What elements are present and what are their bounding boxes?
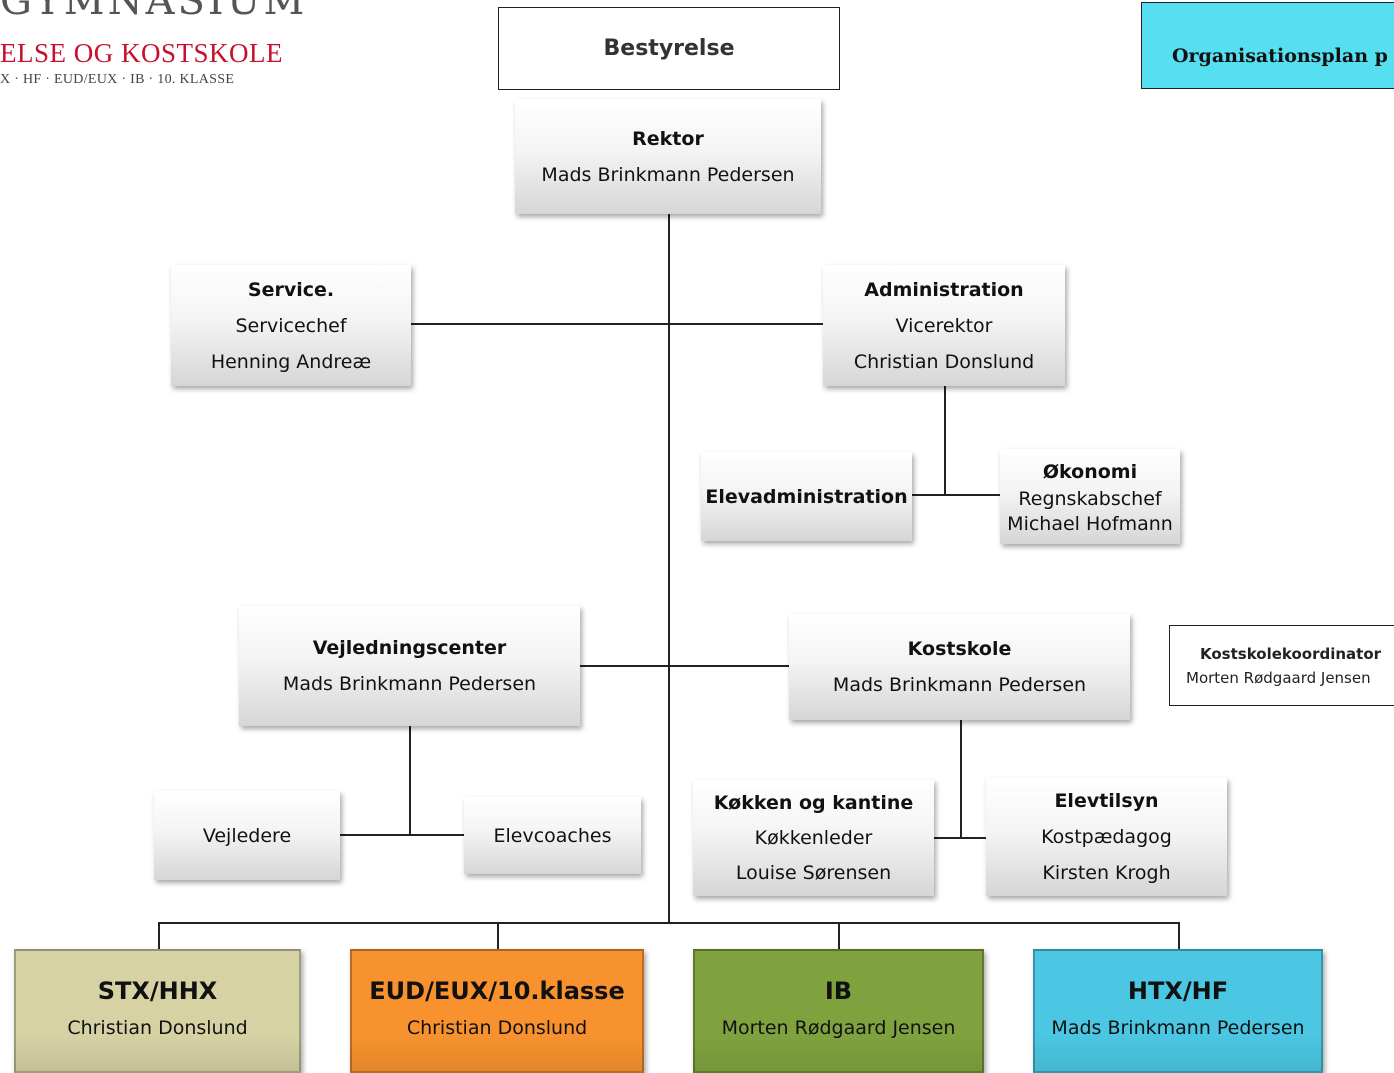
kokken-name: Louise Sørensen bbox=[735, 861, 892, 884]
administration-box: Administration Vicerektor Christian Dons… bbox=[823, 265, 1065, 386]
kokken-title: Køkken og kantine bbox=[713, 791, 914, 814]
service-role: Servicechef bbox=[235, 314, 347, 337]
elevtilsyn-role: Kostpædagog bbox=[1041, 826, 1172, 848]
department-name: Christian Donslund bbox=[406, 1017, 588, 1039]
connector-dept-1 bbox=[158, 922, 160, 950]
plan-title: Organisationsplan p bbox=[1172, 44, 1388, 67]
connector-dept-3 bbox=[838, 922, 840, 950]
kostskolekoordinator-name: Morten Rødgaard Jensen bbox=[1186, 668, 1371, 687]
elevtilsyn-name: Kirsten Krogh bbox=[1042, 862, 1171, 884]
plan-title-box: Organisationsplan p bbox=[1141, 2, 1394, 89]
department-name: Christian Donslund bbox=[67, 1017, 248, 1039]
connector-vejl-down bbox=[409, 726, 411, 836]
department-htx-hf: HTX/HF Mads Brinkmann Pedersen bbox=[1033, 949, 1323, 1073]
department-title: EUD/EUX/10.klasse bbox=[369, 977, 625, 1005]
kostskole-title: Kostskole bbox=[907, 638, 1012, 660]
vejledningscenter-name: Mads Brinkmann Pedersen bbox=[282, 673, 537, 695]
administration-name: Christian Donslund bbox=[853, 350, 1035, 373]
logo-line-1: GYMNASIUM bbox=[0, 0, 308, 24]
department-ib: IB Morten Rødgaard Jensen bbox=[693, 949, 984, 1073]
board-label: Bestyrelse bbox=[603, 36, 735, 61]
rektor-title: Rektor bbox=[632, 127, 704, 150]
department-stx-hhx: STX/HHX Christian Donslund bbox=[14, 949, 301, 1073]
kostskole-name: Mads Brinkmann Pedersen bbox=[832, 674, 1087, 696]
kostskolekoordinator-box: Kostskolekoordinator Morten Rødgaard Jen… bbox=[1169, 625, 1394, 706]
connector-vejl-kost bbox=[580, 665, 790, 667]
service-title: Service. bbox=[247, 278, 335, 301]
vejledere-title: Vejledere bbox=[202, 824, 292, 847]
vejledningscenter-title: Vejledningscenter bbox=[312, 637, 507, 659]
rektor-box: Rektor Mads Brinkmann Pedersen bbox=[515, 99, 821, 214]
connector-departments-bar bbox=[158, 922, 1180, 924]
vejledere-box: Vejledere bbox=[154, 791, 340, 880]
logo-line-2: ELSE OG KOSTSKOLE bbox=[0, 38, 283, 68]
vejledningscenter-box: Vejledningscenter Mads Brinkmann Pederse… bbox=[239, 606, 580, 726]
elevadministration-title: Elevadministration bbox=[705, 485, 908, 508]
administration-title: Administration bbox=[864, 278, 1024, 301]
service-box: Service. Servicechef Henning Andreæ bbox=[171, 265, 411, 386]
connector-elevadm-okonomi bbox=[912, 494, 1000, 496]
connector-vejledere-elevcoaches bbox=[340, 834, 464, 836]
connector-kokken-elevtilsyn bbox=[934, 837, 986, 839]
okonomi-role: Regnskabschef bbox=[1018, 487, 1162, 510]
department-title: HTX/HF bbox=[1127, 977, 1229, 1005]
department-title: IB bbox=[824, 977, 853, 1005]
connector-dept-4 bbox=[1178, 922, 1180, 950]
okonomi-name: Michael Hofmann bbox=[1007, 512, 1173, 535]
okonomi-box: Økonomi Regnskabschef Michael Hofmann bbox=[1000, 449, 1180, 544]
board-box: Bestyrelse bbox=[498, 7, 840, 90]
service-name: Henning Andreæ bbox=[210, 350, 372, 373]
logo-line-3: X · HF · EUD/EUX · IB · 10. KLASSE bbox=[0, 72, 235, 87]
department-title: STX/HHX bbox=[97, 977, 218, 1005]
elevcoaches-box: Elevcoaches bbox=[464, 797, 641, 874]
rektor-name: Mads Brinkmann Pedersen bbox=[541, 163, 795, 186]
department-eud-eux: EUD/EUX/10.klasse Christian Donslund bbox=[350, 949, 644, 1073]
connector-admin-down bbox=[944, 386, 946, 496]
kostskolekoordinator-title: Kostskolekoordinator bbox=[1200, 644, 1382, 663]
administration-role: Vicerektor bbox=[895, 314, 993, 337]
department-name: Mads Brinkmann Pedersen bbox=[1051, 1017, 1305, 1039]
connector-service-admin bbox=[410, 323, 824, 325]
connector-dept-2 bbox=[497, 922, 499, 950]
okonomi-title: Økonomi bbox=[1042, 460, 1138, 483]
kokken-role: Køkkenleder bbox=[754, 826, 873, 849]
kokken-box: Køkken og kantine Køkkenleder Louise Sør… bbox=[693, 780, 934, 896]
elevtilsyn-title: Elevtilsyn bbox=[1054, 790, 1159, 812]
department-name: Morten Rødgaard Jensen bbox=[721, 1017, 956, 1039]
elevadministration-box: Elevadministration bbox=[701, 452, 912, 541]
connector-trunk bbox=[668, 214, 670, 924]
kostskole-box: Kostskole Mads Brinkmann Pedersen bbox=[789, 614, 1130, 720]
elevcoaches-title: Elevcoaches bbox=[493, 824, 612, 847]
elevtilsyn-box: Elevtilsyn Kostpædagog Kirsten Krogh bbox=[986, 778, 1227, 896]
connector-kost-down bbox=[960, 720, 962, 838]
